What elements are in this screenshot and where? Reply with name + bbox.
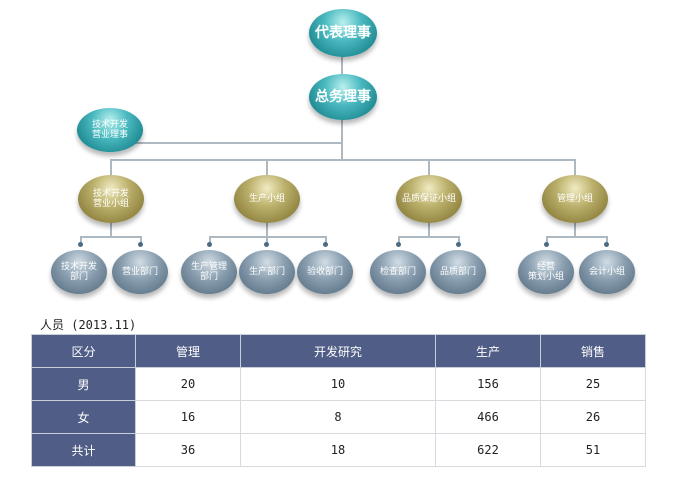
node-label: 品质部门	[439, 266, 476, 277]
connector-dot	[264, 242, 269, 247]
connector-team-4	[574, 159, 576, 175]
table-cell: 156	[435, 367, 541, 401]
row-header: 共计	[31, 433, 136, 467]
connector-team-1-down	[110, 222, 112, 236]
connector-dot	[323, 242, 328, 247]
node-label: 营业部门	[121, 266, 158, 277]
table-cell: 622	[435, 433, 541, 467]
connector-team-2-down	[266, 222, 268, 236]
connector-dot	[604, 242, 609, 247]
table-cell: 16	[135, 400, 241, 434]
node-representative-director: 代表理事	[309, 9, 377, 57]
node-dept-quality: 品质部门	[430, 250, 486, 294]
table-row: 女 16 8 466 26	[31, 400, 646, 434]
node-label: 验收部门	[306, 266, 343, 277]
table-header-row: 区分 管理 开发研究 生产 销售	[31, 334, 646, 368]
node-dept-inspection: 检查部门	[370, 250, 426, 294]
row-header: 男	[31, 367, 136, 401]
node-team-management: 管理小组	[542, 175, 608, 223]
node-team-quality: 品质保证小组	[396, 175, 462, 223]
node-label: 生产管理	[190, 261, 227, 272]
node-team-production: 生产小组	[234, 175, 300, 223]
node-label: 总务理事	[315, 88, 371, 105]
connector-dept-2-3	[325, 236, 327, 244]
connector-dept-1-1	[80, 236, 82, 244]
table-cell: 36	[135, 433, 241, 467]
node-label: 部门	[199, 272, 218, 282]
node-label: 经营	[536, 261, 555, 272]
connector-top-vertical	[341, 57, 343, 77]
staff-table: 区分 管理 开发研究 生产 销售 男 20 10 156 25 女 16 8 4…	[31, 334, 646, 467]
node-label: 技术开发	[92, 188, 129, 199]
table-row: 共计 36 18 622 51	[31, 433, 646, 467]
node-label: 品质保证小组	[401, 193, 456, 204]
row-header: 女	[31, 400, 136, 434]
table-cell: 8	[240, 400, 436, 434]
column-header: 开发研究	[240, 334, 436, 368]
node-dept-production-management: 生产管理 部门	[181, 250, 237, 294]
node-dept-accounting: 会计小组	[579, 250, 635, 294]
staff-table-title: 人员 (2013.11)	[40, 318, 137, 332]
node-label: 部门	[69, 272, 88, 282]
node-label: 技术开发	[60, 261, 97, 272]
node-team-tech-sales: 技术开发 营业小组	[78, 175, 144, 223]
column-header: 区分	[31, 334, 136, 368]
connector-team-2	[266, 159, 268, 175]
org-chart: 代表理事 总务理事 技术开发 营业理事 技术开发 营业小组 生产小组 品质保证小…	[51, 9, 635, 294]
column-header: 管理	[135, 334, 241, 368]
node-label: 策划小组	[527, 272, 564, 282]
node-label: 技术开发	[91, 119, 128, 130]
node-label: 营业理事	[91, 130, 128, 140]
node-label: 生产部门	[248, 266, 285, 277]
table-cell: 26	[540, 400, 646, 434]
node-label: 会计小组	[588, 266, 625, 277]
connector-dept-3-2	[458, 236, 460, 244]
node-dept-sales: 营业部门	[112, 250, 168, 294]
node-tech-sales-director: 技术开发 营业理事	[77, 108, 143, 152]
connector-dot	[78, 242, 83, 247]
node-label: 生产小组	[248, 193, 285, 204]
connector-team-1-bus	[80, 236, 142, 238]
table-cell: 25	[540, 367, 646, 401]
connector-team-3	[428, 159, 430, 175]
node-label: 管理小组	[556, 193, 593, 204]
table-cell: 18	[240, 433, 436, 467]
column-header: 销售	[540, 334, 646, 368]
node-label: 代表理事	[315, 24, 371, 41]
connector-team-4-down	[574, 222, 576, 236]
connector-dept-4-1	[546, 236, 548, 244]
connector-dept-4-2	[606, 236, 608, 244]
connector-dot	[396, 242, 401, 247]
connector-teams-bus	[110, 159, 575, 161]
node-dept-production: 生产部门	[239, 250, 295, 294]
node-dept-planning: 经营 策划小组	[518, 250, 574, 294]
table-cell: 51	[540, 433, 646, 467]
connector-dot	[544, 242, 549, 247]
connector-team-3-down	[428, 222, 430, 236]
connector-dot	[456, 242, 461, 247]
connector-team-4-bus	[546, 236, 608, 238]
table-cell: 20	[135, 367, 241, 401]
table-cell: 466	[435, 400, 541, 434]
connector-team-1	[110, 159, 112, 175]
node-dept-tech-dev: 技术开发 部门	[51, 250, 107, 294]
connector-dept-2-1	[209, 236, 211, 244]
connector-dot	[138, 242, 143, 247]
node-label: 营业小组	[92, 199, 129, 209]
node-label: 检查部门	[379, 266, 416, 277]
connector-general-down	[341, 117, 343, 160]
connector-tech-director	[135, 142, 342, 144]
column-header: 生产	[435, 334, 541, 368]
connector-dept-2-2	[266, 236, 268, 244]
connector-dot	[207, 242, 212, 247]
node-general-director: 总务理事	[309, 74, 377, 120]
connector-dept-3-1	[398, 236, 400, 244]
connector-dept-1-2	[140, 236, 142, 244]
connector-team-3-bus	[398, 236, 460, 238]
connector-team-2-bus	[209, 236, 327, 238]
table-cell: 10	[240, 367, 436, 401]
table-row: 男 20 10 156 25	[31, 367, 646, 401]
node-dept-inspection-acceptance: 验收部门	[297, 250, 353, 294]
